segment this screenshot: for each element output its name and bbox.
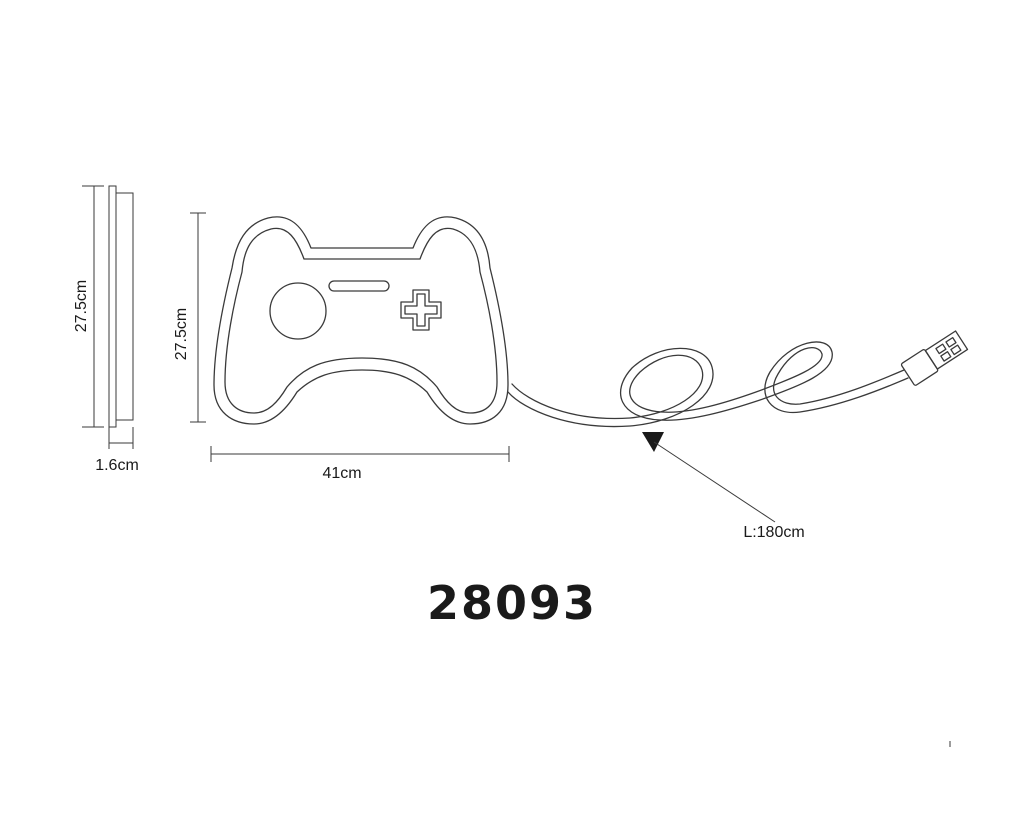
usb-plug-pin-4 [950, 344, 962, 356]
side-panel-front [108, 185, 117, 428]
joystick-circle [269, 282, 327, 340]
side-height-label: 27.5cm [73, 280, 90, 332]
dpad-inner-shape [404, 293, 438, 327]
usb-plug-head [924, 330, 969, 370]
side-panel-back [115, 192, 134, 421]
cable-line-inner [511, 346, 905, 420]
usb-plug-icon [900, 330, 969, 386]
product-code: 28093 [427, 576, 597, 630]
center-button-bar [328, 280, 390, 292]
cable-length-callout: L:180cm [642, 432, 805, 541]
triangle-arrow-icon [642, 432, 664, 452]
side-view: 27.5cm 1.6cm [73, 185, 139, 474]
front-dimensions: 27.5cm 41cm [173, 212, 510, 482]
cable-line-outer [507, 341, 909, 428]
dpad-shape [400, 289, 442, 331]
power-cable [507, 341, 909, 428]
controller-outer-outline [213, 216, 509, 425]
width-label: 41cm [322, 465, 361, 482]
cable-length-label: L:180cm [743, 524, 804, 541]
controller-inner-outline [224, 227, 498, 414]
usb-plug-pin-2 [940, 351, 952, 362]
usb-plug-pin-1 [935, 343, 947, 355]
thickness-label: 1.6cm [95, 457, 139, 474]
callout-leader-line [653, 441, 776, 523]
usb-plug-body [900, 349, 939, 386]
game-controller-icon [213, 216, 509, 425]
front-height-label: 27.5cm [173, 308, 190, 360]
usb-plug-pin-3 [945, 336, 957, 348]
